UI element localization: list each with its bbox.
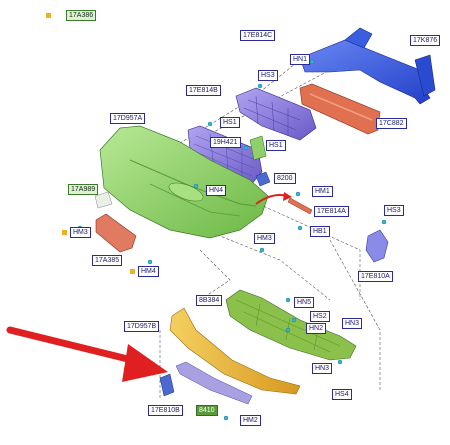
fastener-label-hs2[interactable]: HS2 bbox=[310, 311, 330, 322]
part-label-17e814a[interactable]: 17E814A bbox=[314, 206, 349, 217]
fastener-label-hs3-right[interactable]: HS3 bbox=[384, 205, 404, 216]
fastener-label-hn3-b[interactable]: HN3 bbox=[312, 363, 333, 374]
fastener-label-hm4[interactable]: HM4 bbox=[138, 266, 159, 277]
hm4-marker bbox=[130, 269, 135, 274]
fastener-label-hn3-a[interactable]: HN3 bbox=[342, 318, 363, 329]
fastener-label-hs1-a[interactable]: HS1 bbox=[220, 117, 240, 128]
part-label-8410[interactable]: 8410 bbox=[196, 405, 218, 416]
part-label-17e810b[interactable]: 17E810B bbox=[148, 405, 183, 416]
fastener-label-hm2[interactable]: HM2 bbox=[240, 415, 261, 426]
energy-absorber[interactable] bbox=[299, 83, 381, 135]
part-label-17a385[interactable]: 17A385 bbox=[92, 255, 123, 266]
direction-arrowhead bbox=[283, 192, 292, 201]
lower-grille[interactable] bbox=[187, 125, 263, 187]
part-label-17e814c[interactable]: 17E814C bbox=[240, 30, 276, 41]
fastener-label-hm3-mid[interactable]: HM3 bbox=[254, 233, 275, 244]
fastener-label-hs1-b[interactable]: HS1 bbox=[266, 140, 286, 151]
part-label-17e810a[interactable]: 17E810A bbox=[358, 271, 393, 282]
lower-lip[interactable] bbox=[169, 307, 301, 395]
part-label-17a386[interactable]: 17A386 bbox=[66, 10, 97, 21]
part-label-17a989[interactable]: 17A989 bbox=[68, 184, 99, 195]
fastener-label-hn5[interactable]: HN5 bbox=[294, 297, 315, 308]
retainer-left[interactable] bbox=[95, 213, 137, 253]
part-label-17d957b[interactable]: 17D957B bbox=[124, 321, 160, 332]
hm3-marker bbox=[62, 230, 67, 235]
part-label-8200[interactable]: 8200 bbox=[274, 173, 296, 184]
fastener-label-hb1[interactable]: HB1 bbox=[310, 226, 330, 237]
reinforcement-beam[interactable] bbox=[299, 27, 436, 105]
part-label-19h421[interactable]: 19H421 bbox=[210, 137, 241, 148]
fastener-label-hm3-left[interactable]: HM3 bbox=[70, 227, 91, 238]
bumper-cover[interactable] bbox=[94, 125, 269, 239]
lower-spoiler[interactable] bbox=[175, 361, 253, 405]
bracket-lower-left[interactable] bbox=[159, 373, 175, 397]
side-bracket-right[interactable] bbox=[287, 197, 313, 215]
grille-bracket[interactable] bbox=[249, 135, 267, 161]
fastener-label-hn1[interactable]: HN1 bbox=[290, 54, 311, 65]
emblem[interactable] bbox=[255, 171, 271, 187]
fastener-label-hn2[interactable]: HN2 bbox=[306, 323, 327, 334]
fastener-label-hs3[interactable]: HS3 bbox=[258, 70, 278, 81]
lower-absorber[interactable] bbox=[225, 289, 357, 361]
part-label-17c882[interactable]: 17C882 bbox=[376, 118, 407, 129]
side-bracket-far-right[interactable] bbox=[365, 229, 389, 263]
fastener-label-hn4[interactable]: HN4 bbox=[206, 185, 227, 196]
fastener-label-hm1[interactable]: HM1 bbox=[312, 186, 333, 197]
part-label-8b384[interactable]: 8B384 bbox=[196, 295, 223, 306]
part-label-17d957a[interactable]: 17D957A bbox=[110, 113, 146, 124]
pointer-arrow bbox=[6, 326, 168, 382]
part-label-17e814b[interactable]: 17E814B bbox=[186, 85, 221, 96]
upper-grille[interactable] bbox=[235, 87, 317, 141]
legend-marker bbox=[46, 13, 51, 18]
fastener-label-hs4[interactable]: HS4 bbox=[332, 389, 352, 400]
part-label-17k876[interactable]: 17K876 bbox=[410, 35, 441, 46]
